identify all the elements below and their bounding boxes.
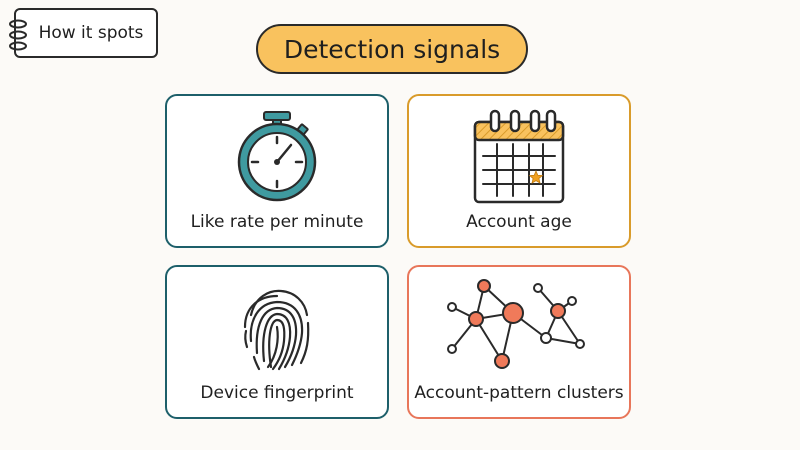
signal-card-account-clusters: Account-pattern clusters <box>407 265 631 419</box>
signal-card-device-fingerprint: Device fingerprint <box>165 265 389 419</box>
card-caption: Account age <box>466 212 572 232</box>
signal-card-account-age: Account age <box>407 94 631 248</box>
section-tab-label: How it spots <box>38 23 144 43</box>
signal-card-like-rate: Like rate per minute <box>165 94 389 248</box>
calendar-icon <box>473 109 565 204</box>
network-graph-icon <box>447 279 585 369</box>
card-caption: Device fingerprint <box>200 383 354 403</box>
stopwatch-icon <box>237 111 317 202</box>
card-caption: Like rate per minute <box>190 212 364 232</box>
section-tab: How it spots <box>9 8 158 58</box>
title-banner: Detection signals <box>256 24 528 74</box>
card-caption: Account-pattern clusters <box>414 383 624 403</box>
notebook-rings-icon <box>9 19 27 51</box>
fingerprint-icon <box>243 289 310 371</box>
page-title: Detection signals <box>283 34 501 64</box>
